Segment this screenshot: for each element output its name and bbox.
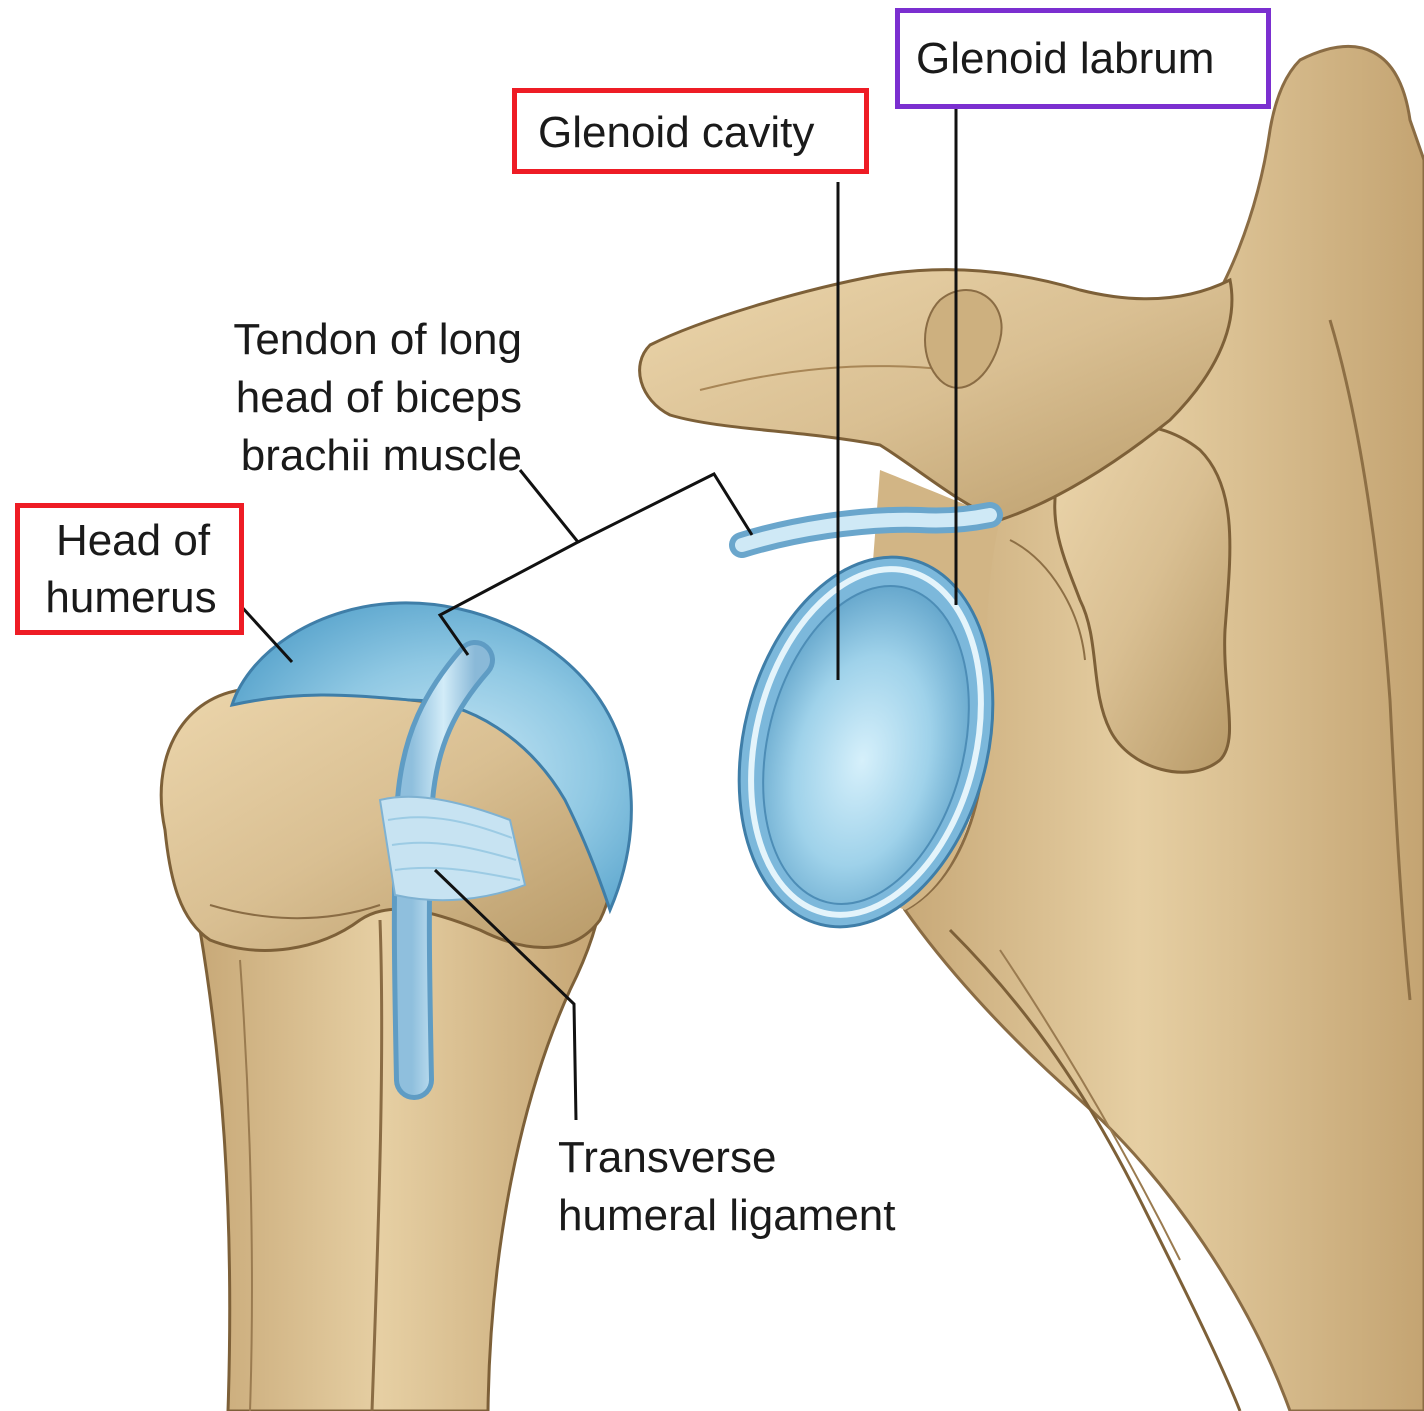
- leader-tendon-branch: [578, 474, 752, 542]
- glenoid-labrum-label: Glenoid labrum: [916, 30, 1214, 88]
- tendon-label-line1: Tendon of long: [180, 311, 522, 369]
- transverse-label-line2: humeral ligament: [558, 1187, 896, 1245]
- transverse-label-line1: Transverse: [558, 1129, 776, 1187]
- tendon-label-line3: brachii muscle: [180, 427, 522, 485]
- tendon-label-line2: head of biceps: [180, 369, 522, 427]
- glenoid-cavity-label: Glenoid cavity: [538, 104, 814, 162]
- head-of-humerus-label-line1: Head of: [22, 512, 244, 570]
- head-of-humerus-label-line2: humerus: [22, 569, 240, 627]
